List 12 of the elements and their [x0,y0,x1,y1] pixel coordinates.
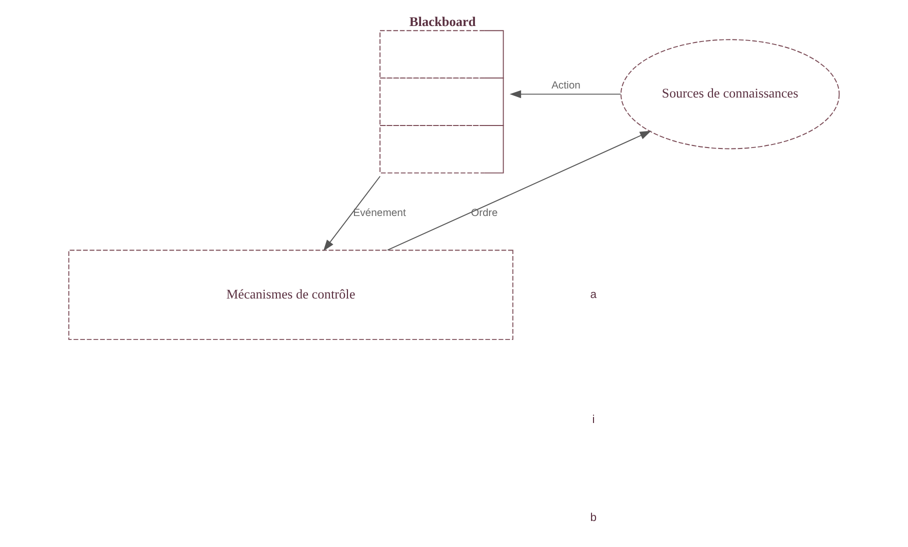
edge-label: Ordre [471,208,498,219]
edge-label: Action [551,80,580,92]
node-text: Blackboard [409,14,476,30]
label: b [590,512,597,524]
arrow [387,130,652,251]
node-ellipse: Sources de connaissances [620,39,840,150]
arrow [510,90,622,98]
label: a [590,288,597,301]
label: i [592,414,595,426]
arrow [323,176,381,252]
edge-label: Evénement [353,208,406,219]
node-box: Mécanismes de contrôle [68,250,514,340]
